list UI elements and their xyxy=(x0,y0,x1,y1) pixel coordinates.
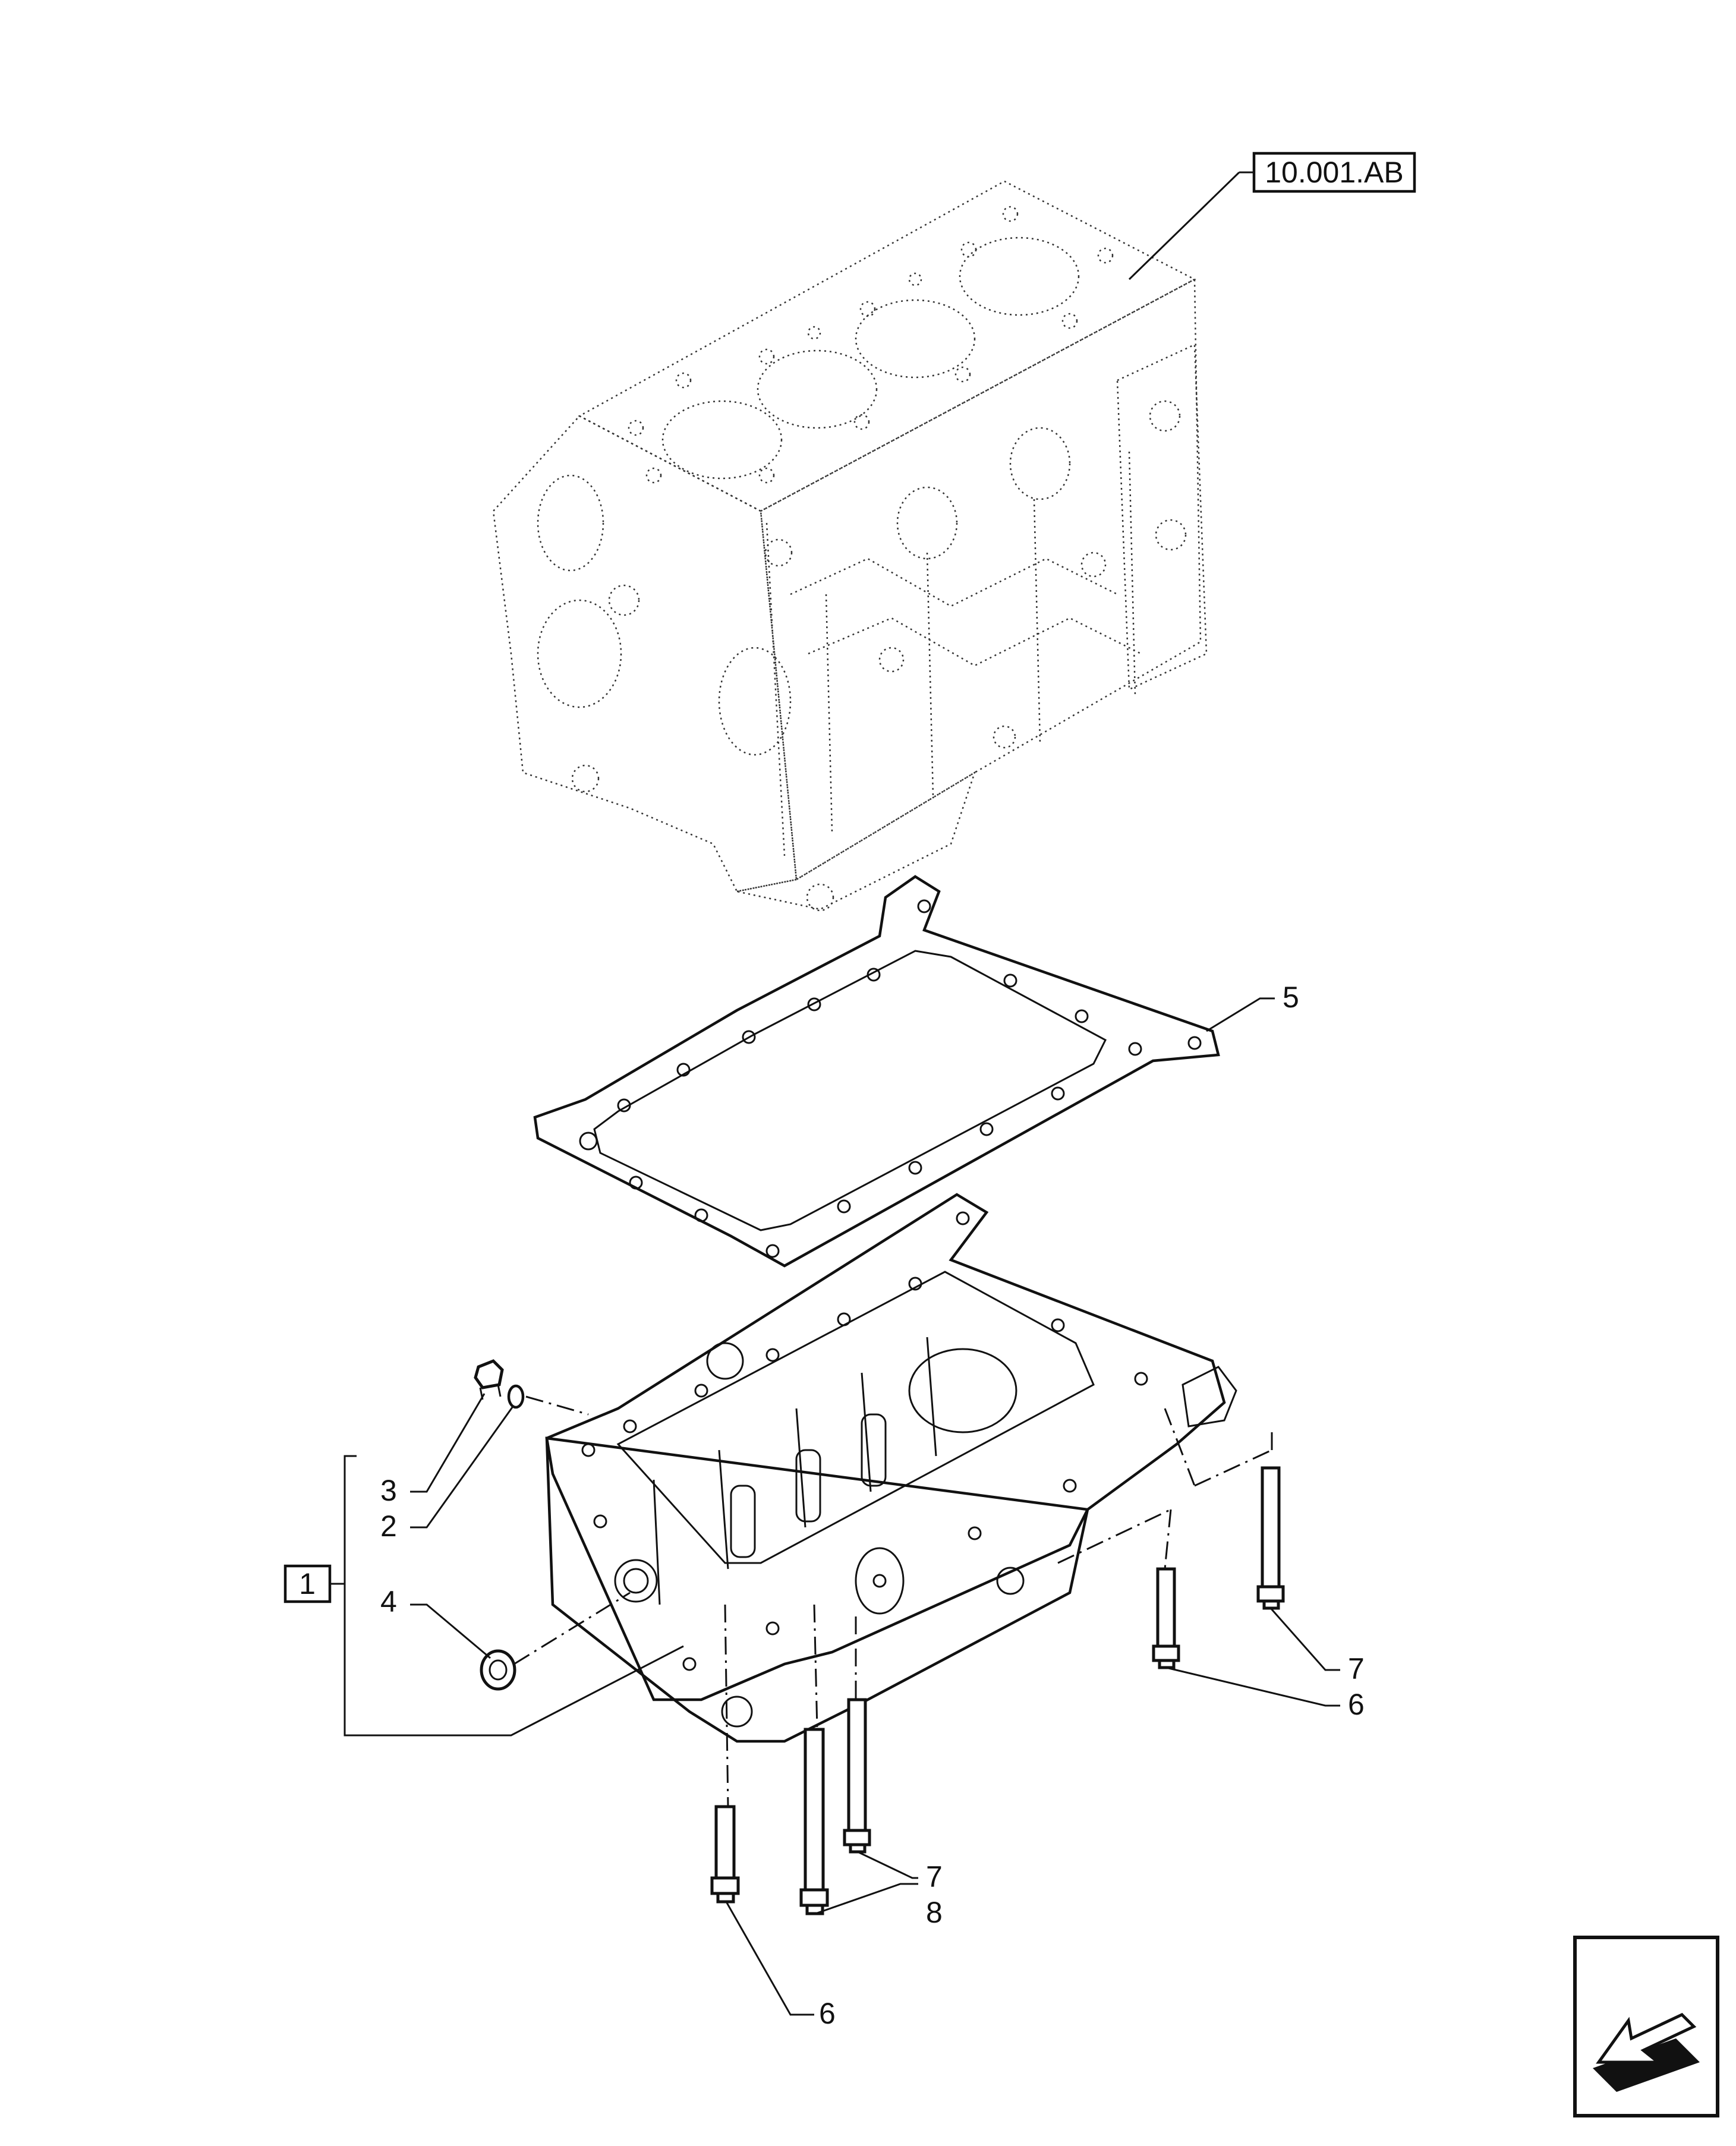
navigation-arrow-icon[interactable] xyxy=(1573,1936,1719,2117)
callout-6-lower[interactable]: 6 xyxy=(819,1997,836,2030)
leader-lines xyxy=(330,1393,1340,2016)
assembly-box[interactable]: 1 xyxy=(283,1564,332,1603)
side-plug-drawing xyxy=(480,1649,516,1691)
washer-drawing xyxy=(507,1384,525,1409)
assembly-lines xyxy=(513,1395,1273,1807)
callout-7-right[interactable]: 7 xyxy=(1348,1652,1365,1685)
callout-6-right[interactable]: 6 xyxy=(1348,1688,1365,1721)
callout-4[interactable]: 4 xyxy=(380,1585,397,1618)
leader-5 xyxy=(1206,997,1275,1032)
gasket-drawing xyxy=(533,875,1220,1268)
engine-block-drawing xyxy=(492,180,1208,912)
callout-2[interactable]: 2 xyxy=(380,1510,397,1543)
callout-7-middle[interactable]: 7 xyxy=(926,1860,943,1893)
reference-box-label: 10.001.AB xyxy=(1265,156,1404,189)
callout-5[interactable]: 5 xyxy=(1283,981,1299,1014)
oil-pan-drawing xyxy=(545,1193,1237,1743)
reference-leader xyxy=(1128,171,1240,281)
callout-3[interactable]: 3 xyxy=(380,1474,397,1507)
callout-8[interactable]: 8 xyxy=(926,1896,943,1929)
bolt-drawing xyxy=(710,1466,1285,1915)
assembly-box-label: 1 xyxy=(299,1567,316,1600)
reference-box[interactable]: 10.001.AB xyxy=(1252,152,1416,193)
drain-plug-drawing xyxy=(474,1359,504,1400)
